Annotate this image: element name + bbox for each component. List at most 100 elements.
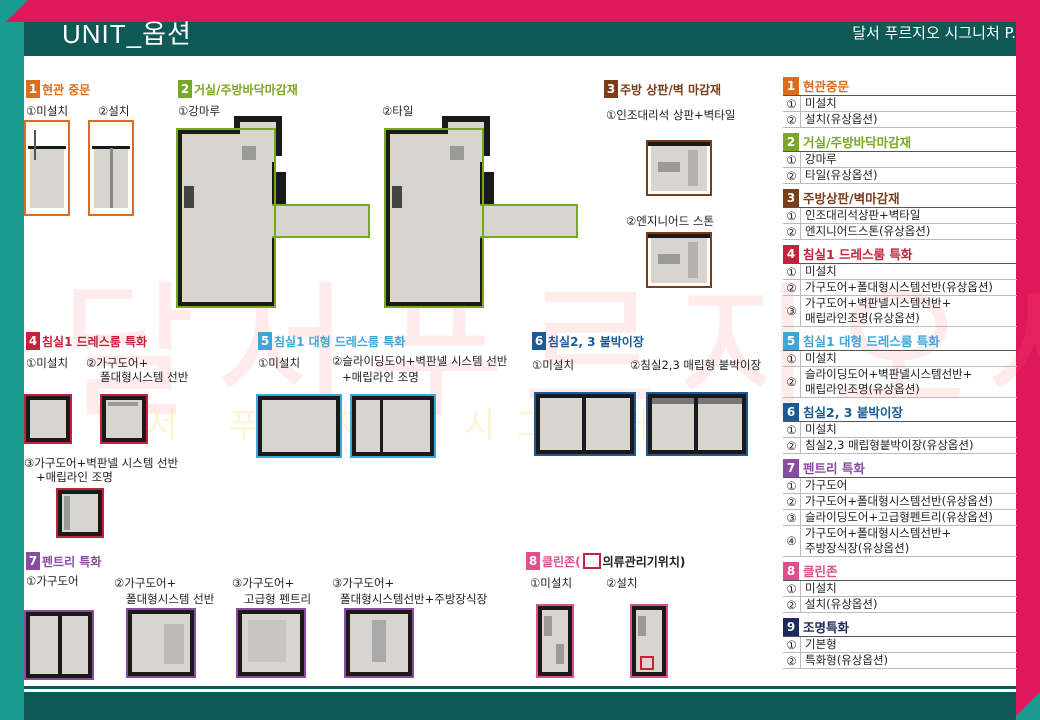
section-2-header: 2 거실/주방바닥마감재 (178, 80, 298, 98)
option-label: ①강마루 (178, 104, 221, 118)
legend-row-index: ② (783, 280, 801, 295)
legend-row: ③ 슬라이딩도어+고급형펜트리(유상옵션) (783, 510, 1017, 526)
clean-zone-plan-uninstalled (536, 604, 574, 678)
section-title-suffix: 의류관리기위치) (602, 554, 686, 569)
section-8-header: 8 클린존( 의류관리기위치) (526, 552, 685, 570)
option-label: 폴대형시스템 선반 (126, 592, 215, 606)
entrance-plan-installed (88, 120, 134, 216)
frame-top-border (0, 0, 1040, 22)
legend-row-index: ① (783, 422, 801, 437)
legend-row-text: 설치(유상옵션) (805, 597, 878, 611)
legend-row: ① 미설치 (783, 96, 1017, 112)
option-label: ①미설치 (258, 356, 301, 370)
kitchen-plan-engineered-stone (646, 232, 712, 288)
legend-row-text: 미설치 (805, 581, 837, 595)
footer-bar (24, 692, 1016, 720)
large-dressroom-plan-sliding (350, 394, 436, 458)
section-title: 침실1 대형 드레스룸 특화 (274, 334, 406, 349)
option-label: ②설치 (98, 104, 130, 118)
pantry-plan-kitchen-cabinet (344, 608, 414, 678)
legend-group-title: 침실2, 3 붙박이장 (803, 405, 903, 420)
option-label: ②슬라이딩도어+벽판넬 시스템 선반 (332, 354, 508, 368)
legend-row-index: ② (783, 112, 801, 127)
legend-row-text: 가구도어+폴대형시스템선반+주방장식장(유상옵션) (805, 526, 952, 555)
legend-group-title: 현관중문 (803, 79, 850, 94)
legend-number-badge: 2 (783, 132, 799, 151)
option-label: ①미설치 (530, 576, 573, 590)
legend-group-title: 침실1 드레스룸 특화 (803, 247, 913, 262)
legend-row-text: 가구도어+폴대형시스템선반(유상옵션) (805, 494, 993, 508)
section-title: 주방 상판/벽 마감재 (620, 82, 722, 97)
section-number: 2 (178, 80, 192, 98)
option-label: ②침실2,3 매립형 붙박이장 (630, 358, 762, 372)
legend-row: ② 침실2,3 매립형붙박이장(유상옵션) (783, 438, 1017, 454)
legend-group-header: 6 침실2, 3 붙박이장 (783, 402, 1017, 422)
legend-row-index: ① (783, 96, 801, 111)
option-label: ②가구도어+ (86, 356, 149, 370)
legend-row-text: 미설치 (805, 96, 837, 110)
legend-row-index: ① (783, 152, 801, 167)
option-label: ②타일 (382, 104, 414, 118)
option-label: 폴대형시스템선반+주방장식장 (340, 592, 488, 606)
living-floor-plan-tile (384, 116, 580, 308)
footer-line (24, 686, 1016, 689)
section-number: 6 (532, 332, 546, 350)
section-number: 4 (26, 332, 40, 350)
legend-row-index: ② (783, 438, 801, 453)
legend-number-badge: 3 (783, 188, 799, 207)
option-label: ①미설치 (532, 358, 575, 372)
frame-right-border (1016, 0, 1040, 720)
option-label: +매립라인 조명 (36, 470, 113, 484)
option-label: 고급형 펜트리 (244, 592, 312, 606)
option-label: ①미설치 (26, 356, 69, 370)
legend-row: ① 강마루 (783, 152, 1017, 168)
option-label: ①미설치 (26, 104, 69, 118)
legend-group-title: 클린존 (803, 564, 838, 579)
legend-row-index: ③ (783, 296, 801, 326)
option-label: ①가구도어 (26, 574, 79, 588)
section-number: 7 (26, 552, 40, 570)
living-floor-plan-wood (176, 116, 372, 308)
section-number: 3 (604, 80, 618, 98)
legend-row-text: 가구도어+벽판넬시스템선반+매립라인조명(유상옵션) (805, 296, 952, 325)
pantry-plan-furniture-door (24, 610, 94, 680)
legend-group-title: 조명특화 (803, 620, 850, 635)
frame-left-border (0, 0, 24, 720)
frame-corner-bottom-right (1012, 692, 1040, 720)
legend-row-text: 침실2,3 매립형붙박이장(유상옵션) (805, 438, 974, 452)
legend-row-index: ③ (783, 510, 801, 525)
legend-row-index: ② (783, 494, 801, 509)
kitchen-plan-marble (646, 140, 712, 196)
section-title: 침실2, 3 붙박이장 (548, 334, 644, 349)
legend-row-index: ① (783, 264, 801, 279)
legend-row-text: 슬라이딩도어+고급형펜트리(유상옵션) (805, 510, 993, 524)
section-number: 1 (26, 80, 40, 98)
legend-row-text: 슬라이딩도어+벽판넬시스템선반+매립라인조명(유상옵션) (805, 367, 973, 396)
pantry-plan-premium (236, 608, 306, 678)
legend-number-badge: 6 (783, 402, 799, 421)
section-7-header: 7 펜트리 특화 (26, 552, 101, 570)
legend-row-text: 가구도어 (805, 478, 848, 492)
legend-row-text: 설치(유상옵션) (805, 112, 878, 126)
legend-row-text: 가구도어+폴대형시스템선반(유상옵션) (805, 280, 993, 294)
legend-group-header: 8 클린존 (783, 561, 1017, 581)
legend-number-badge: 8 (783, 561, 799, 580)
legend-row-text: 기본형 (805, 637, 837, 651)
legend-row-text: 강마루 (805, 152, 837, 166)
option-label: ②가구도어+ (114, 576, 177, 590)
